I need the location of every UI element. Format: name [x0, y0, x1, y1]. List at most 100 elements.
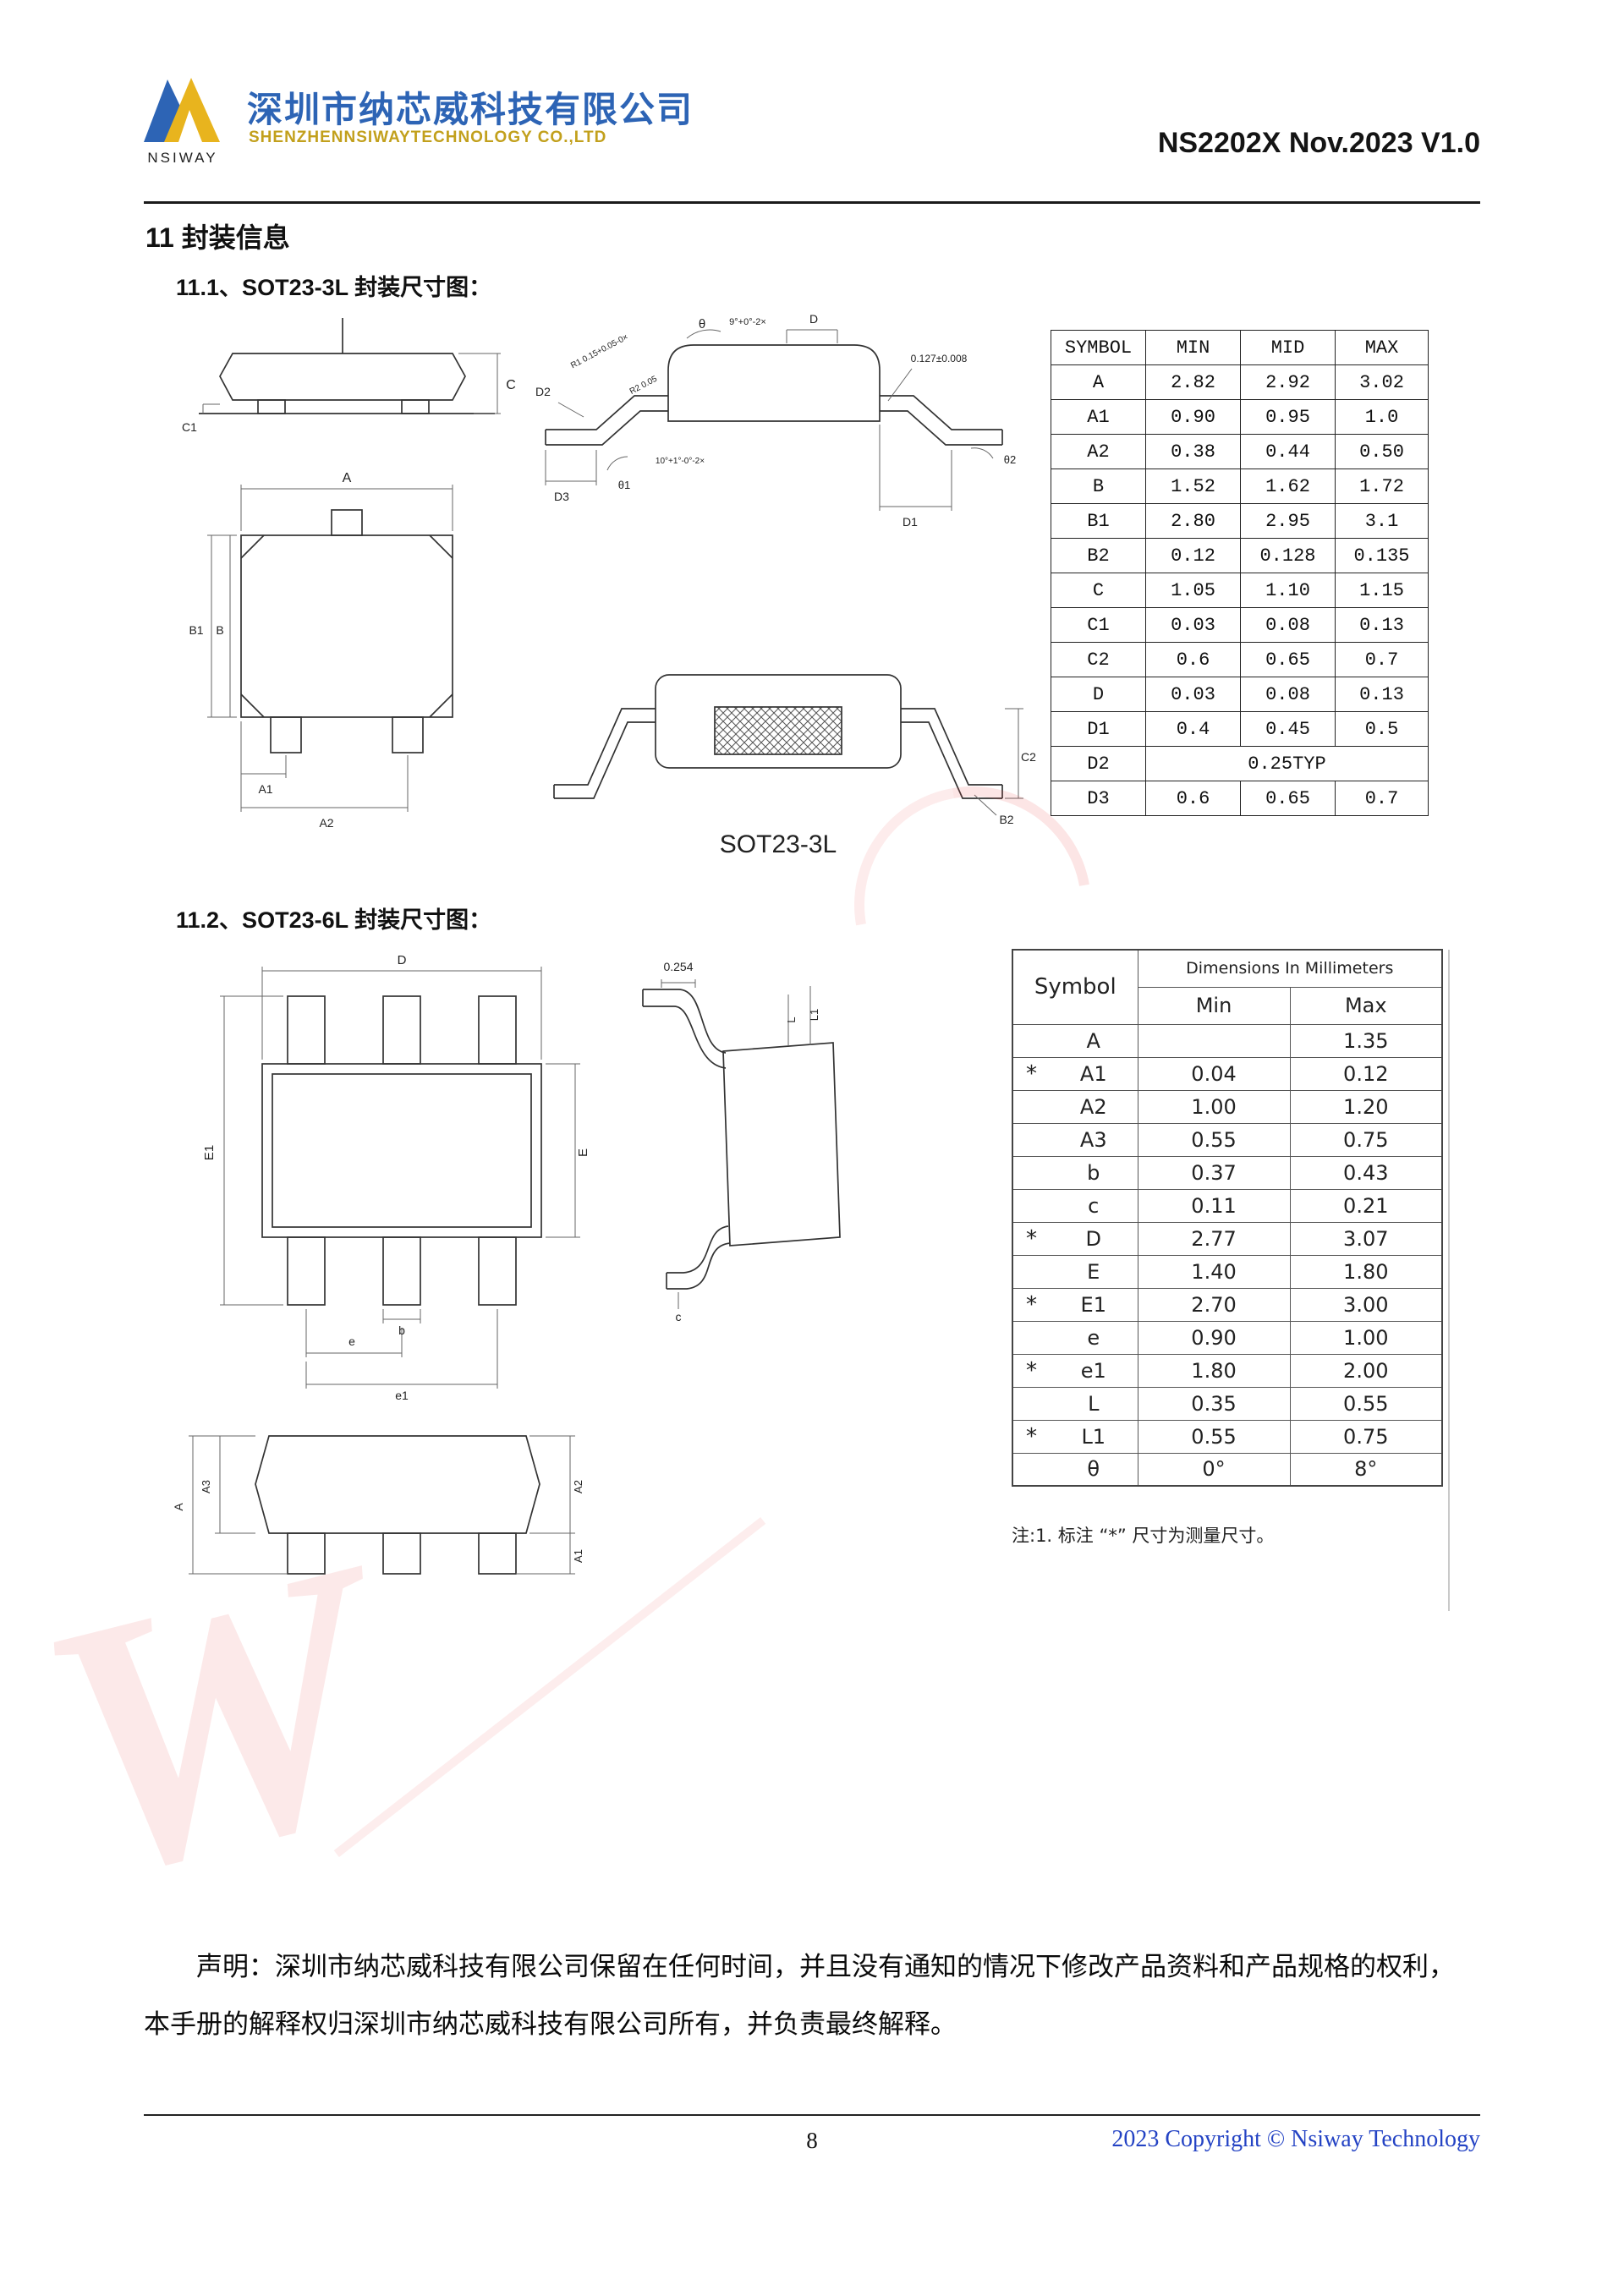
table-cell: 3.1: [1335, 503, 1429, 539]
sot23-3l-top-view: [240, 509, 453, 753]
table-cell: A1: [1050, 1056, 1138, 1091]
column-header-min: MIN: [1145, 330, 1241, 365]
table-cell: L: [1050, 1386, 1138, 1421]
table-cell: 0.21: [1289, 1188, 1443, 1223]
scan-border: [1448, 950, 1450, 1611]
dimension-label: 0.254: [663, 960, 693, 973]
dimension-label: L: [785, 1016, 798, 1022]
table-cell: b: [1050, 1155, 1138, 1190]
table-cell: 1.52: [1145, 469, 1241, 504]
table-cell: 0.7: [1335, 642, 1429, 677]
table-cell: e1: [1050, 1353, 1138, 1388]
dimension-label: C1: [182, 420, 197, 434]
table-cell: 1.00: [1289, 1320, 1443, 1355]
table-cell: C2: [1051, 642, 1146, 677]
table-cell: 0.4: [1145, 711, 1241, 747]
table-cell: 0.13: [1335, 607, 1429, 643]
table-cell: [1012, 1155, 1050, 1190]
table-cell: 0.135: [1335, 538, 1429, 573]
column-header-mid: MID: [1240, 330, 1336, 365]
table-cell: [1012, 1188, 1050, 1223]
table-cell: E: [1050, 1254, 1138, 1289]
dimension-label: e: [348, 1334, 355, 1348]
table-cell: C1: [1051, 607, 1146, 643]
table-cell: [1137, 1023, 1291, 1058]
table-cell: E1: [1050, 1287, 1138, 1322]
side-view-dimensions-6l: [661, 979, 811, 1309]
table-cell: 1.35: [1289, 1023, 1443, 1058]
dimension-label: D: [398, 953, 407, 967]
table-cell: 0.75: [1289, 1419, 1443, 1454]
table-cell: [1012, 1089, 1050, 1124]
document-reference: NS2202X Nov.2023 V1.0: [1157, 127, 1480, 159]
dimension-label: A2: [572, 1480, 584, 1493]
table-cell: A1: [1051, 399, 1146, 435]
table-cell: B: [1051, 469, 1146, 504]
table-cell: θ: [1050, 1452, 1138, 1487]
figure-sot23-3l: SOT23-3L CC1AB1BA1A2θ9°+0°-2×D0.127±0.00…: [182, 312, 1036, 858]
table-cell: 1.80: [1289, 1254, 1443, 1289]
column-header-symbol: Symbol: [1012, 949, 1138, 1025]
dimension-label: L1: [808, 1009, 820, 1021]
table-cell: D: [1051, 677, 1146, 712]
table-header-row: Symbol Dimensions In Millimeters: [1012, 949, 1443, 1025]
table-cell: C: [1051, 573, 1146, 608]
table-header-row: SYMBOL MIN MID MAX: [1051, 330, 1429, 365]
table-cell: 1.62: [1240, 469, 1336, 504]
table-cell: 0.5: [1335, 711, 1429, 747]
dimension-label: B1: [189, 623, 203, 637]
table-cell: 2.77: [1137, 1221, 1291, 1256]
footer-divider: [144, 2114, 1480, 2116]
table-cell: [1012, 1320, 1050, 1355]
column-header-min: Min: [1137, 986, 1291, 1025]
dimension-label: b: [398, 1323, 405, 1337]
table-cell: 3.00: [1289, 1287, 1443, 1322]
table-cell: D: [1050, 1221, 1138, 1256]
table-cell: 1.72: [1335, 469, 1429, 504]
dimension-label: C: [506, 378, 516, 392]
table-cell: 0.6: [1145, 642, 1241, 677]
dimension-label: 10°+1°-0°-2×: [656, 457, 705, 466]
dimension-label: 0.127±0.008: [911, 353, 968, 364]
table-cell: D3: [1051, 781, 1146, 816]
subsection-title-sot23-3l: 11.1、SOT23-3L 封装尺寸图：: [176, 275, 492, 300]
dimension-label: A3: [200, 1480, 212, 1493]
table-cell: 2.80: [1145, 503, 1241, 539]
dimension-label: B2: [999, 813, 1013, 826]
table-cell: 3.07: [1289, 1221, 1443, 1256]
table-cell: 2.95: [1240, 503, 1336, 539]
table-cell: A2: [1050, 1089, 1138, 1124]
table-cell: 0.04: [1137, 1056, 1291, 1091]
sot23-6l-front-view: [255, 1435, 540, 1575]
sot23-3l-mounted-view: [553, 674, 1003, 799]
table-cell: 1.05: [1145, 573, 1241, 608]
table-cell: 1.15: [1335, 573, 1429, 608]
table-cell: 0.08: [1240, 677, 1336, 712]
table-cell: *: [1012, 1287, 1050, 1322]
column-header-max: MAX: [1335, 330, 1429, 365]
mounted-view-dimensions: [974, 708, 1023, 816]
sot23-6l-dimension-table: Symbol Dimensions In Millimeters Min Max…: [1012, 949, 1444, 1487]
dimension-label: θ: [699, 317, 705, 332]
table-cell: 1.10: [1240, 573, 1336, 608]
table-cell: *: [1012, 1419, 1050, 1454]
table-cell: A: [1050, 1023, 1138, 1058]
column-header-symbol: SYMBOL: [1051, 330, 1146, 365]
lead-detail-dimensions: [545, 329, 994, 511]
table-cell: 3.02: [1335, 364, 1429, 400]
